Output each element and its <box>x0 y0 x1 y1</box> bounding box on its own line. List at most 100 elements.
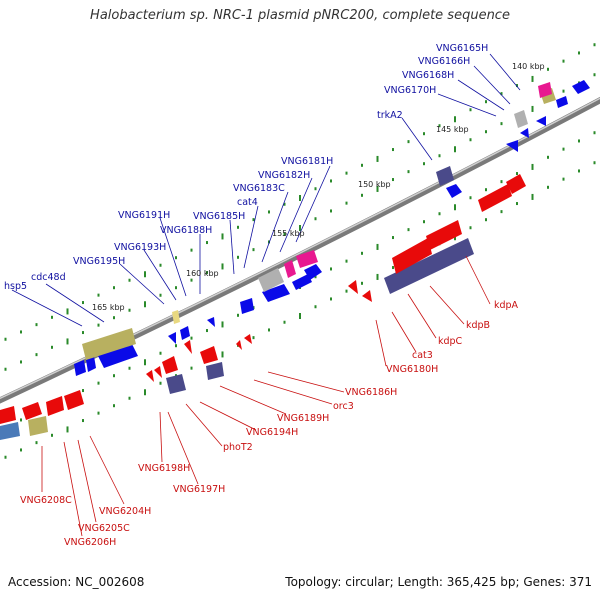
gene-label[interactable]: VNG6165H <box>436 43 488 54</box>
gene-label[interactable]: cdc48d <box>31 272 66 283</box>
tick-mark <box>314 305 317 309</box>
reverse-gene-arrow[interactable] <box>478 184 512 212</box>
gene-label[interactable]: kdpC <box>438 336 463 347</box>
pink-gene-box[interactable] <box>538 82 552 98</box>
tick-mark <box>252 336 255 340</box>
gray-gene-box[interactable] <box>258 268 284 292</box>
gene-label[interactable]: VNG6189H <box>277 413 329 424</box>
scale-labels: 140 kbp 145 kbp 150 kbp 155 kbp 160 kbp … <box>92 62 545 312</box>
reverse-gene-arrow[interactable] <box>348 280 358 294</box>
olive-gene-box[interactable] <box>28 416 48 436</box>
gene-label[interactable]: VNG6191H <box>118 210 170 221</box>
forward-gene-arrow[interactable] <box>292 274 312 290</box>
forward-gene-arrow[interactable] <box>446 184 462 198</box>
tick-mark <box>593 73 596 77</box>
tick-mark <box>268 240 270 244</box>
gene-label[interactable]: VNG6208C <box>20 495 72 506</box>
gene-label[interactable]: VNG6185H <box>193 211 245 222</box>
tick-mark <box>454 116 456 123</box>
forward-gene-arrow[interactable] <box>86 356 96 372</box>
gene-label[interactable]: VNG6182H <box>258 170 310 181</box>
forward-gene-arrow[interactable] <box>240 298 254 314</box>
gene-label[interactable]: hsp5 <box>4 281 27 292</box>
navy-gene-box[interactable] <box>384 238 474 294</box>
forward-gene-arrow[interactable] <box>556 96 568 108</box>
gene-label[interactable]: VNG6181H <box>281 156 333 167</box>
tick-mark <box>144 271 146 278</box>
gene-label[interactable]: VNG6183C <box>233 183 285 194</box>
tick-mark <box>175 286 177 290</box>
olive-gene-box[interactable] <box>172 310 180 324</box>
pink-gene-box[interactable] <box>296 250 318 268</box>
tick-mark <box>221 351 224 358</box>
reverse-gene-arrow[interactable] <box>236 340 242 350</box>
forward-gene-arrow[interactable] <box>74 360 86 376</box>
tick-mark <box>51 345 53 349</box>
reverse-gene-arrow[interactable] <box>392 238 432 274</box>
gene-label[interactable]: VNG6180H <box>386 364 438 375</box>
reverse-gene-arrow[interactable] <box>162 356 178 374</box>
gene-label[interactable]: VNG6205C <box>78 523 130 534</box>
gene-label[interactable]: VNG6204H <box>99 506 151 517</box>
gene-label[interactable]: VNG6186H <box>345 387 397 398</box>
gene-label[interactable]: trkA2 <box>377 110 403 121</box>
tick-mark <box>330 209 332 213</box>
tick-mark <box>392 178 394 182</box>
tick-mark <box>237 313 239 317</box>
reverse-gene-arrow[interactable] <box>146 370 154 382</box>
forward-gene-arrow[interactable] <box>506 140 518 152</box>
gene-label[interactable]: VNG6170H <box>384 85 436 96</box>
tick-mark <box>190 248 193 252</box>
forward-gene-arrow[interactable] <box>536 116 546 126</box>
gene-label[interactable]: VNG6197H <box>173 484 225 495</box>
forward-gene-arrow[interactable] <box>96 340 138 368</box>
tick-mark <box>35 441 38 445</box>
reverse-gene-arrow[interactable] <box>0 406 16 424</box>
forward-gene-arrow[interactable] <box>520 128 529 138</box>
navy-gene-box[interactable] <box>436 166 454 186</box>
navy-gene-box[interactable] <box>206 362 224 380</box>
gene-label[interactable]: VNG6166H <box>418 56 470 67</box>
forward-gene-arrow[interactable] <box>207 317 215 327</box>
reverse-gene-arrow[interactable] <box>154 366 162 378</box>
forward-gene-arrow[interactable] <box>262 284 290 302</box>
reverse-gene-arrow[interactable] <box>244 334 252 344</box>
gene-label[interactable]: VNG6195H <box>73 256 125 267</box>
forward-gene-arrow[interactable] <box>180 326 190 340</box>
scale-label: 160 kbp <box>186 269 219 278</box>
tick-mark <box>252 248 255 252</box>
gene-label[interactable]: cat3 <box>412 350 433 361</box>
tick-mark <box>190 278 193 282</box>
gene-label[interactable]: cat4 <box>237 197 258 208</box>
gene-label[interactable]: phoT2 <box>223 442 253 453</box>
gene-label[interactable]: kdpA <box>494 300 519 311</box>
reverse-gene-arrow[interactable] <box>46 396 64 416</box>
tick-mark <box>345 289 348 293</box>
reverse-gene-arrow[interactable] <box>506 174 526 194</box>
tick-mark <box>361 163 363 167</box>
steel-gene-box[interactable] <box>0 422 20 440</box>
gene-label[interactable]: VNG6194H <box>246 427 298 438</box>
gene-label[interactable]: VNG6168H <box>402 70 454 81</box>
tick-mark <box>4 455 7 459</box>
olive-gene-box[interactable] <box>82 328 136 360</box>
gene-label[interactable]: VNG6193H <box>114 242 166 253</box>
reverse-gene-arrow[interactable] <box>184 340 192 354</box>
pink-gene-box[interactable] <box>284 260 296 278</box>
backbone-highlight <box>0 97 600 400</box>
reverse-gene-arrow[interactable] <box>426 220 462 250</box>
gene-label[interactable]: VNG6198H <box>138 463 190 474</box>
reverse-gene-arrow[interactable] <box>362 290 372 302</box>
navy-gene-box[interactable] <box>166 374 186 394</box>
reverse-gene-arrow[interactable] <box>22 402 42 420</box>
forward-gene-arrow[interactable] <box>168 332 176 344</box>
gene-label[interactable]: kdpB <box>466 320 490 331</box>
forward-gene-arrow[interactable] <box>572 80 590 94</box>
reverse-gene-arrow[interactable] <box>64 390 84 410</box>
gray-gene-box[interactable] <box>514 110 528 128</box>
reverse-gene-arrow[interactable] <box>200 346 218 364</box>
gene-label[interactable]: VNG6206H <box>64 537 116 548</box>
gene-label[interactable]: VNG6188H <box>160 225 212 236</box>
gene-label[interactable]: orc3 <box>333 401 354 412</box>
